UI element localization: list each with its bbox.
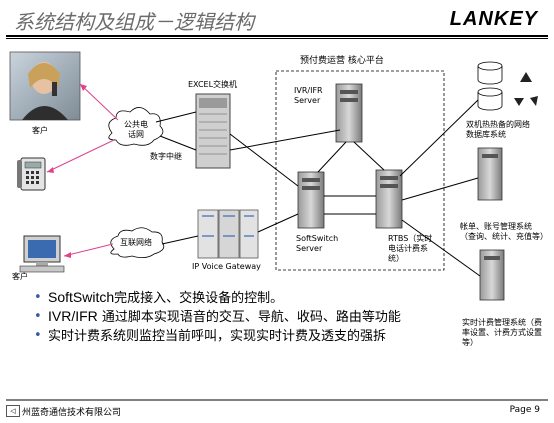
pstn-label: 公共电话网 [124, 120, 148, 139]
softswitch-label: SoftSwitch Server [296, 234, 339, 253]
bullet-text: 实时计费系统则监控当前呼叫，实现实时计费及透支的强拆 [48, 329, 387, 344]
header-rule [6, 35, 548, 37]
bullet-list: SoftSwitch完成接入、交换设备的控制。 IVR/IFR 通过脚本实现语音… [34, 289, 454, 346]
gateway-label: IP Voice Gateway [192, 262, 261, 271]
billing-server-icon [479, 249, 505, 301]
database-label: 双机热热备的网络数据库系统 [466, 120, 530, 139]
bullet-lead: SoftSwitch [48, 289, 115, 305]
softswitch-server-icon [297, 171, 325, 229]
pstn-cloud-icon [108, 107, 164, 146]
platform-boundary [275, 70, 445, 271]
ivr-server-icon [335, 83, 363, 143]
digital-trunk-label: 数字中继 [150, 152, 182, 161]
account-label: 帐单、账号管理系统（查询、统计、充值等） [460, 222, 548, 241]
exchange-label: EXCEL交换机 [188, 80, 238, 89]
exchange-switch-icon [195, 93, 231, 169]
customer-photo-icon [9, 51, 81, 121]
ivr-label: IVR/IFR Server [294, 86, 323, 105]
internet-cloud-icon [110, 227, 165, 258]
database-icon [477, 61, 503, 111]
computer-icon [19, 235, 65, 273]
internet-label: 互联网络 [120, 238, 152, 247]
customer-links [46, 83, 119, 257]
network-links [155, 99, 481, 277]
header-rule-thin [6, 38, 548, 39]
rtbs-server-icon [375, 169, 403, 229]
bullet-ivr: IVR/IFR 通过脚本实现语音的交互、导航、收码、路由等功能 [34, 308, 454, 326]
rtbs-label: RTBS（实时电话计费系统） [388, 234, 433, 263]
brand-logo: LANKEY [449, 8, 538, 30]
bullet-text: 完成接入、交换设备的控制。 [114, 291, 284, 306]
page-title: 系统结构及组成－逻辑结构 [14, 10, 254, 34]
customer-label-1: 客户 [32, 126, 48, 135]
bullet-text: 通过脚本实现语音的交互、导航、收码、路由等功能 [97, 310, 401, 325]
bullet-lead: IVR/IFR [48, 308, 98, 324]
recycle-icon [514, 72, 538, 106]
nav-arrow-icon[interactable]: ◁ [6, 405, 20, 417]
telephone-icon [17, 157, 46, 191]
ip-gateway-icon [197, 209, 259, 259]
bullet-billing: 实时计费系统则监控当前呼叫，实现实时计费及透支的强拆 [34, 327, 454, 345]
platform-label: 预付费运营 核心平台 [300, 56, 384, 66]
bullet-softswitch: SoftSwitch完成接入、交换设备的控制。 [34, 289, 454, 307]
page-number: Page 9 [509, 405, 540, 415]
account-server-icon [477, 147, 503, 201]
footer-company: 州蓝奇通信技术有限公司 [22, 408, 122, 418]
customer-label-2: 客户 [12, 272, 28, 281]
billing-label: 实时计费管理系统（费率设置、计费方式设置等） [462, 318, 542, 347]
